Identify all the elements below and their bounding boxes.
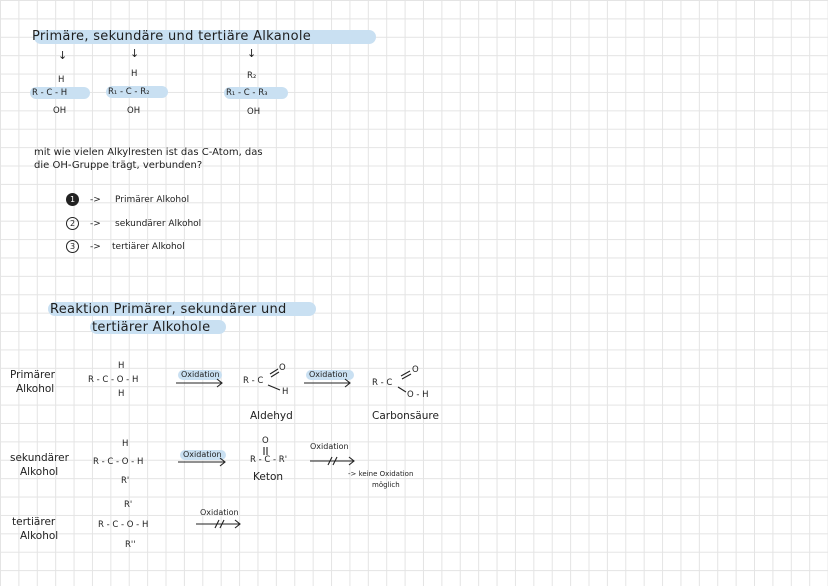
tertiary-alcohol-label-2: Alkohol [20, 530, 59, 542]
tertiary-alcohol-bottom: R'' [125, 540, 136, 550]
number-1-icon: 1 [66, 193, 79, 206]
number-2-icon: 2 [66, 217, 79, 230]
tertiary-structure-bottom: OH [247, 107, 261, 117]
keine-oxidation-note: -> keine Oxidation [348, 470, 414, 478]
tertiary-structure-top: R₂ [247, 71, 257, 81]
oxidation-label: Oxidation [183, 450, 222, 459]
list-item-tertiary: tertiärer Alkohol [112, 242, 185, 252]
tertiary-structure-middle: R₁ - C - R₃ [226, 88, 268, 98]
primary-alcohol-bottom: H [118, 389, 125, 399]
acid-oh: O - H [407, 390, 429, 400]
oxidation-highlight [306, 370, 354, 380]
section-title-highlight [48, 302, 316, 316]
down-arrow-icon: ↓ [130, 47, 140, 60]
ketone: R - C - R' [250, 455, 288, 465]
secondary-structure-bottom: OH [127, 106, 141, 116]
aldehyde-o: O [279, 363, 286, 373]
list-arrow: -> [90, 242, 101, 252]
acid-o: O [412, 365, 419, 375]
primary-structure-highlight [30, 87, 90, 99]
ketone-name: Keton [253, 471, 284, 483]
tertiary-alcohol: R - C - O - H [98, 520, 149, 530]
tertiary-alcohol-top: R' [124, 500, 133, 510]
aldehyde: R - C [243, 376, 264, 386]
down-arrow-icon: ↓ [247, 47, 257, 60]
secondary-structure-top: H [131, 69, 138, 79]
tertiary-structure-highlight [224, 87, 288, 99]
ketone-o: O [262, 436, 269, 446]
down-arrow-icon: ↓ [58, 49, 68, 62]
tertiary-alcohol-label: tertiärer [12, 516, 56, 528]
question-line-1: mit wie vielen Alkylresten ist das C-Ato… [34, 147, 263, 158]
section-title-line-1: Reaktion Primärer, sekundärer und [50, 302, 287, 317]
acid: R - C [372, 378, 393, 388]
keine-oxidation-note-2: möglich [372, 481, 400, 489]
section-title-highlight [90, 320, 226, 334]
primary-structure-middle: R - C - H [32, 88, 68, 98]
primary-alcohol-label-2: Alkohol [16, 383, 55, 395]
secondary-alcohol: R - C - O - H [93, 457, 144, 467]
oxidation-label: Oxidation [200, 508, 239, 517]
secondary-alcohol-label-2: Alkohol [20, 466, 59, 478]
page-title: Primäre, sekundäre und tertiäre Alkanole [32, 29, 312, 44]
oxidation-label-2: Oxidation [310, 442, 349, 451]
oxidation-label-2: Oxidation [309, 370, 348, 379]
title-highlight [34, 30, 376, 44]
list-item-primary: Primärer Alkohol [115, 195, 190, 205]
list-item-secondary: sekundärer Alkohol [115, 219, 202, 229]
primary-structure-top: H [58, 75, 65, 85]
secondary-alcohol-bottom: R' [121, 476, 130, 486]
secondary-alcohol-top: H [122, 439, 129, 449]
number-3-icon: 3 [66, 240, 79, 253]
list-arrow: -> [90, 195, 101, 205]
secondary-structure-middle: R₁ - C - R₂ [108, 87, 150, 97]
acid-name: Carbonsäure [372, 410, 439, 422]
aldehyde-name: Aldehyd [250, 410, 293, 422]
oxidation-label: Oxidation [181, 370, 220, 379]
primary-alcohol-top: H [118, 361, 125, 371]
secondary-alcohol-label: sekundärer [10, 452, 69, 464]
aldehyde-h: H [282, 387, 289, 397]
oxidation-highlight [180, 450, 226, 460]
list-arrow: -> [90, 219, 101, 229]
question-line-2: die OH-Gruppe trägt, verbunden? [34, 160, 203, 171]
primary-alcohol-label: Primärer [10, 369, 55, 381]
secondary-structure-highlight [106, 86, 168, 98]
primary-alcohol: R - C - O - H [88, 375, 139, 385]
section-title-line-2: tertiärer Alkohole [92, 320, 211, 335]
oxidation-highlight [178, 370, 222, 380]
primary-structure-bottom: OH [53, 106, 67, 116]
